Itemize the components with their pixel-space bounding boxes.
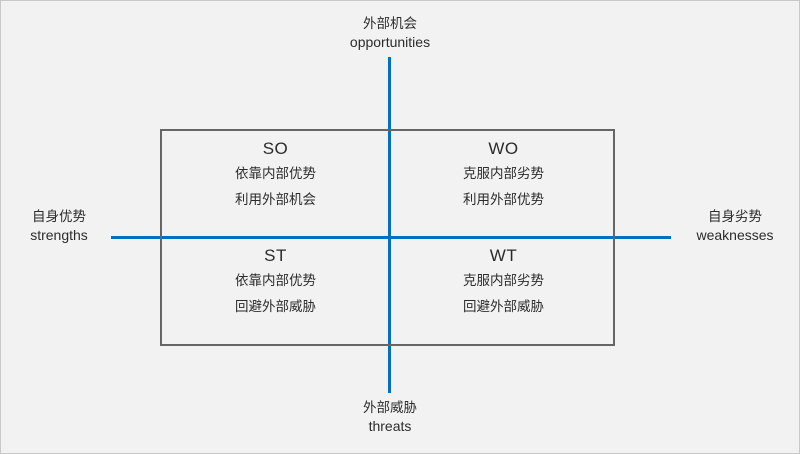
quadrant-st-line-2: 回避外部威胁 — [235, 299, 316, 314]
horizontal-axis-line — [111, 236, 671, 239]
axis-label-strengths-cn: 自身优势 — [32, 209, 86, 224]
vertical-axis-line — [388, 57, 391, 393]
axis-label-opportunities-cn: 外部机会 — [363, 16, 417, 31]
axis-label-opportunities: 外部机会 opportunities — [290, 14, 490, 52]
quadrant-wt-line-1: 克服内部劣势 — [463, 273, 544, 288]
quadrant-wo-line-2: 利用外部优势 — [463, 192, 544, 207]
axis-label-threats-en: threats — [368, 418, 412, 434]
quadrant-so: SO 依靠内部优势 利用外部机会 — [162, 131, 389, 238]
quadrant-wo: WO 克服内部劣势 利用外部优势 — [390, 131, 617, 238]
matrix-outline — [160, 129, 615, 346]
axis-label-weaknesses-cn: 自身劣势 — [708, 209, 762, 224]
axis-label-strengths-en: strengths — [30, 227, 88, 243]
quadrant-so-line-1: 依靠内部优势 — [235, 166, 316, 181]
quadrant-so-title: SO — [262, 139, 289, 158]
axis-label-threats: 外部威胁 threats — [290, 398, 490, 436]
quadrant-wt-line-2: 回避外部威胁 — [463, 299, 544, 314]
axis-label-threats-cn: 外部威胁 — [363, 400, 417, 415]
quadrant-wt-title: WT — [489, 246, 518, 265]
axis-label-weaknesses: 自身劣势 weaknesses — [677, 207, 793, 245]
quadrant-wo-line-1: 克服内部劣势 — [463, 166, 544, 181]
axis-label-weaknesses-en: weaknesses — [696, 227, 774, 243]
quadrant-st: ST 依靠内部优势 回避外部威胁 — [162, 239, 389, 346]
quadrant-so-line-2: 利用外部机会 — [235, 192, 316, 207]
axis-label-opportunities-en: opportunities — [349, 34, 431, 50]
quadrant-wo-title: WO — [488, 139, 519, 158]
quadrant-st-title: ST — [264, 246, 287, 265]
quadrant-st-line-1: 依靠内部优势 — [235, 273, 316, 288]
axis-label-strengths: 自身优势 strengths — [9, 207, 109, 245]
quadrant-wt: WT 克服内部劣势 回避外部威胁 — [390, 239, 617, 346]
